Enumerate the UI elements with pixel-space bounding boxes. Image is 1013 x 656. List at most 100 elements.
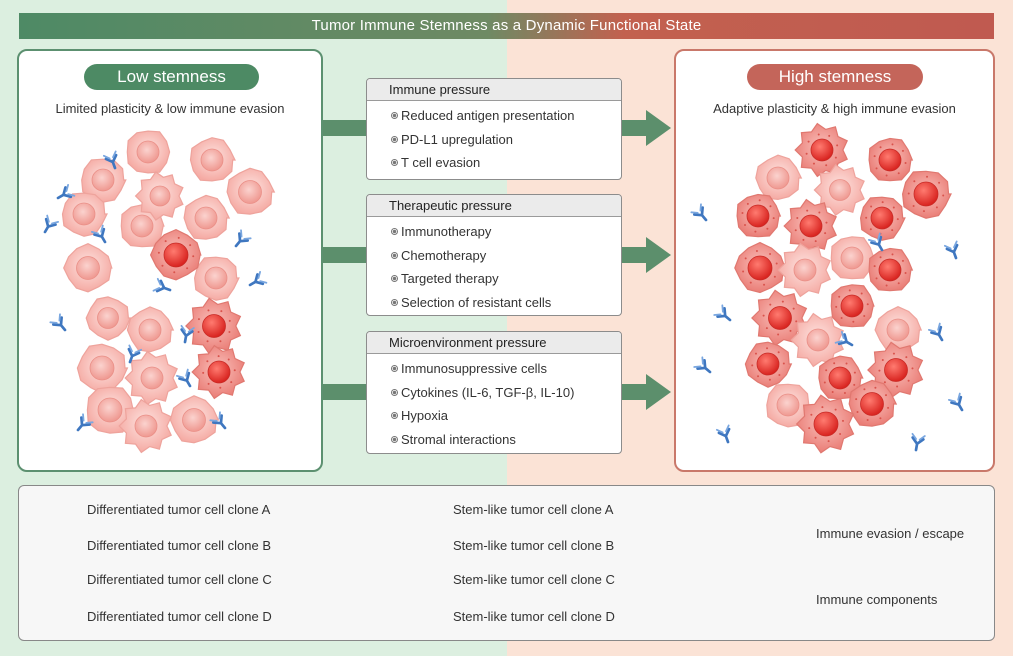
antibody-icon bbox=[245, 270, 268, 292]
list-item: Hypoxia bbox=[367, 404, 621, 428]
differentiated-tumor-cell bbox=[830, 236, 875, 280]
differentiated-tumor-cell bbox=[183, 194, 231, 240]
stem-like-tumor-cell bbox=[868, 137, 914, 182]
differentiated-tumor-cell bbox=[86, 386, 135, 434]
bullet-icon bbox=[391, 365, 398, 372]
list-item: Targeted therapy bbox=[367, 267, 621, 291]
antibody-icon bbox=[715, 424, 736, 446]
stem-like-tumor-cell bbox=[848, 379, 898, 427]
antibody-icon bbox=[947, 392, 969, 415]
bullet-icon bbox=[391, 298, 398, 306]
legend-stem-c: Stem-like tumor cell clone C bbox=[453, 572, 615, 587]
antibody-icon bbox=[38, 214, 60, 237]
stem-like-tumor-cell bbox=[736, 193, 782, 238]
antibody-icon bbox=[943, 240, 964, 262]
differentiated-tumor-cell bbox=[226, 167, 276, 215]
bullet-icon bbox=[391, 388, 398, 396]
pressure-arrows bbox=[323, 110, 671, 410]
legend-stem-d: Stem-like tumor cell clone D bbox=[453, 609, 615, 624]
differentiated-tumor-cell bbox=[766, 383, 812, 428]
differentiated-tumor-cell bbox=[813, 163, 865, 217]
pressure-arrow-3 bbox=[323, 374, 671, 410]
stem-like-tumor-cell bbox=[901, 170, 952, 219]
antibody-icon bbox=[229, 228, 253, 252]
bullet-icon bbox=[391, 275, 398, 283]
antibody-icon bbox=[908, 432, 927, 453]
bullet-icon bbox=[391, 435, 398, 443]
immune-pressure-title: Immune pressure bbox=[367, 79, 621, 101]
therapeutic-pressure-title: Therapeutic pressure bbox=[367, 195, 621, 217]
legend-stem-a: Stem-like tumor cell clone A bbox=[453, 502, 614, 517]
list-item: Selection of resistant cells bbox=[367, 291, 621, 315]
therapeutic-pressure-box: Therapeutic pressure Immunotherapy Chemo… bbox=[366, 194, 622, 316]
differentiated-tumor-cell bbox=[63, 243, 113, 293]
stem-like-tumor-cell bbox=[185, 297, 242, 355]
differentiated-tumor-cell bbox=[193, 256, 240, 301]
list-item: Stromal interactions bbox=[367, 428, 621, 452]
list-item: Chemotherapy bbox=[367, 244, 621, 268]
list-item: PD-L1 upregulation bbox=[367, 128, 621, 152]
differentiated-tumor-cell bbox=[124, 350, 178, 406]
legend-diff-a: Differentiated tumor cell clone A bbox=[87, 502, 271, 517]
differentiated-tumor-cell bbox=[755, 154, 803, 201]
bullet-icon bbox=[391, 228, 398, 235]
immune-pressure-box: Immune pressure Reduced antigen presenta… bbox=[366, 78, 622, 180]
low-stemness-label: Low stemness bbox=[84, 64, 259, 90]
differentiated-tumor-cell bbox=[81, 158, 127, 203]
list-item: Cytokines (IL-6, TGF-β, IL-10) bbox=[367, 381, 621, 405]
differentiated-tumor-cell bbox=[85, 296, 132, 341]
stem-like-tumor-cell bbox=[859, 196, 906, 241]
stem-like-tumor-cell bbox=[734, 241, 787, 294]
differentiated-tumor-cell bbox=[126, 306, 175, 353]
antibody-icon bbox=[152, 277, 174, 298]
differentiated-tumor-cell bbox=[126, 130, 171, 174]
low-stemness-subtitle: Limited plasticity & low immune evasion bbox=[55, 101, 285, 116]
differentiated-tumor-cell bbox=[61, 192, 108, 237]
low-stemness-cells bbox=[38, 130, 276, 454]
list-item: Reduced antigen presentation bbox=[367, 104, 621, 128]
stem-like-tumor-cell bbox=[818, 355, 864, 400]
differentiated-tumor-cell bbox=[777, 242, 831, 298]
list-item: Immunosuppressive cells bbox=[367, 357, 621, 381]
stem-like-tumor-cell bbox=[794, 122, 848, 178]
stem-like-tumor-cell bbox=[795, 394, 855, 454]
microenvironment-pressure-box: Microenvironment pressure Immunosuppress… bbox=[366, 331, 622, 454]
legend-diff-d: Differentiated tumor cell clone D bbox=[87, 609, 272, 624]
antibody-icon bbox=[692, 355, 716, 379]
differentiated-tumor-cell bbox=[790, 312, 844, 368]
bullet-icon bbox=[391, 135, 398, 143]
differentiated-tumor-cell bbox=[189, 137, 236, 182]
bullet-icon bbox=[391, 412, 398, 420]
antibody-icon bbox=[927, 322, 949, 345]
legend-diff-c: Differentiated tumor cell clone C bbox=[87, 572, 272, 587]
high-stemness-subtitle: Adaptive plasticity & high immune evasio… bbox=[713, 101, 956, 116]
stem-like-tumor-cell bbox=[149, 228, 202, 281]
antibody-icon bbox=[48, 312, 72, 336]
bullet-icon bbox=[391, 251, 398, 259]
legend-immune-components: Immune components bbox=[816, 592, 938, 607]
stem-like-tumor-cell bbox=[868, 247, 914, 292]
antibody-icon bbox=[712, 303, 736, 327]
legend-diff-b: Differentiated tumor cell clone B bbox=[87, 538, 272, 553]
microenvironment-pressure-title: Microenvironment pressure bbox=[367, 332, 621, 354]
differentiated-tumor-cell bbox=[874, 306, 923, 353]
legend-immune-evasion: Immune evasion / escape bbox=[816, 526, 965, 541]
list-item: Immunotherapy bbox=[367, 220, 621, 244]
differentiated-tumor-cell bbox=[76, 343, 129, 394]
stem-like-tumor-cell bbox=[783, 198, 837, 254]
bullet-icon bbox=[391, 159, 398, 167]
high-stemness-label: High stemness bbox=[747, 64, 923, 90]
pressure-arrow-2 bbox=[323, 237, 671, 273]
diagram-title: Tumor Immune Stemness as a Dynamic Funct… bbox=[19, 13, 994, 39]
stem-like-tumor-cell bbox=[744, 341, 793, 388]
legend-stem-b: Stem-like tumor cell clone B bbox=[453, 538, 615, 553]
differentiated-tumor-cell bbox=[118, 398, 172, 454]
list-item: T cell evasion bbox=[367, 151, 621, 175]
stem-like-tumor-cell bbox=[830, 284, 875, 328]
high-stemness-cells bbox=[689, 122, 969, 454]
antibody-icon bbox=[689, 202, 713, 226]
differentiated-tumor-cell bbox=[134, 171, 184, 221]
pressure-arrow-1 bbox=[323, 110, 671, 146]
stem-like-tumor-cell bbox=[191, 344, 245, 400]
bullet-icon bbox=[391, 112, 398, 119]
